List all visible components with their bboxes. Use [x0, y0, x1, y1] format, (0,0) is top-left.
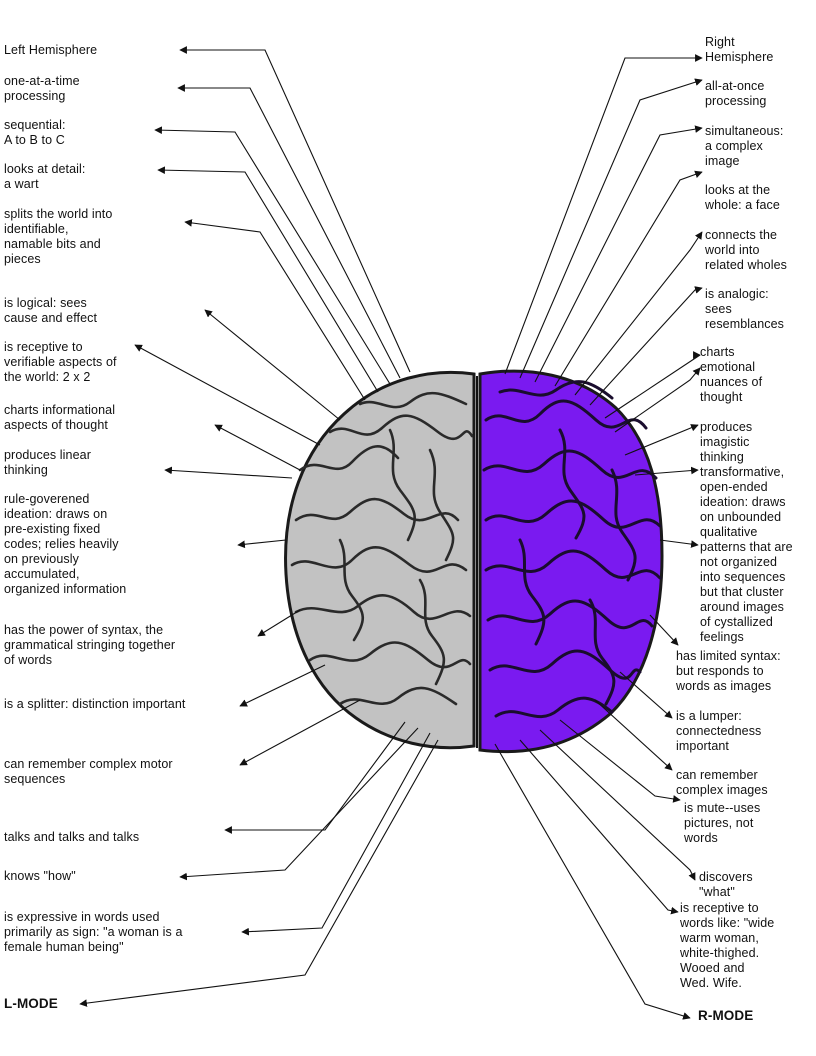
left-arrow-logical: [204, 309, 341, 421]
right-label-connects: connects the world into related wholes: [705, 228, 788, 272]
left-hemisphere-title: Left Hemisphere: [4, 43, 98, 57]
left-arrow-detail: [157, 166, 379, 393]
right-arrow-emotional-2: [614, 367, 701, 433]
left-label-splits-world: splits the world into identifiable, nama…: [4, 207, 113, 266]
right-arrow-simultaneous: [534, 125, 703, 383]
right-arrow-discovers: [539, 729, 696, 881]
left-label-syntax: has the power of syntax, the grammatical…: [4, 623, 176, 667]
left-connector-arrows: [79, 46, 439, 1007]
right-arrow-receptive: [519, 739, 679, 915]
right-label-transformative: transformative, open-ended ideation: dra…: [700, 465, 793, 644]
right-arrow-connects: [574, 231, 703, 396]
left-arrow-linear: [164, 466, 293, 479]
left-label-detail: looks at detail: a wart: [4, 162, 86, 191]
left-arrow-splitter: [239, 664, 326, 707]
right-label-complex-images: can remember complex images: [676, 768, 768, 797]
right-arrow-lumper: [619, 671, 673, 719]
brain-illustration: [284, 369, 664, 754]
left-label-linear: produces linear thinking: [4, 448, 91, 477]
right-label-processing: all-at-once processing: [705, 79, 767, 108]
left-label-expressive: is expressive in words used primarily as…: [4, 910, 183, 954]
right-label-analogic: is analogic: sees resemblances: [705, 287, 785, 331]
right-hemisphere-shape: [478, 369, 664, 754]
right-label-whole: looks at the whole: a face: [705, 183, 780, 212]
right-arrow-transformative: [634, 466, 699, 476]
left-arrow-l-mode: [79, 739, 439, 1007]
right-arrow-analogic: [589, 286, 703, 406]
left-arrow-talks: [224, 721, 406, 834]
right-arrow-patterns: [659, 539, 699, 548]
left-arrow-expressive: [241, 732, 431, 936]
left-arrow-rule-governed: [237, 539, 287, 549]
right-label-discovers: discovers "what": [699, 870, 753, 899]
right-hemisphere-title: Right Hemisphere: [705, 35, 774, 64]
left-arrow-motor: [239, 699, 361, 766]
right-label-imagistic: produces imagistic thinking: [700, 420, 753, 464]
right-arrow-title: [504, 54, 703, 375]
right-connector-arrows: [494, 54, 703, 1020]
left-label-verifiable: is receptive to verifiable aspects of th…: [4, 340, 117, 384]
left-arrow-splits-world: [184, 219, 366, 401]
left-label-knows-how: knows "how": [4, 869, 76, 883]
right-label-mute: is mute--uses pictures, not words: [684, 801, 761, 845]
left-label-informational: charts informational aspects of thought: [4, 403, 116, 432]
left-label-rule-governed: rule-goverened ideation: draws on pre-ex…: [4, 492, 127, 596]
right-label-emotional: charts emotional nuances of thought: [700, 345, 763, 404]
left-label-processing: one-at-a-time processing: [4, 74, 80, 103]
left-hemisphere-shape: [284, 370, 476, 750]
left-arrow-verifiable: [134, 344, 321, 446]
right-arrow-complex-images: [594, 699, 673, 771]
left-label-motor: can remember complex motor sequences: [4, 757, 173, 786]
left-arrow-processing: [177, 84, 401, 379]
l-mode-label: L-MODE: [4, 996, 58, 1011]
right-arrow-limited-syntax: [649, 614, 679, 646]
right-arrow-imagistic: [624, 424, 699, 456]
left-label-talks: talks and talks and talks: [4, 830, 140, 844]
right-arrow-emotional: [604, 354, 701, 419]
left-arrow-title: [179, 46, 411, 373]
right-label-simultaneous: simultaneous: a complex image: [705, 124, 784, 168]
right-arrow-mute: [559, 719, 681, 803]
right-arrow-r-mode: [494, 743, 691, 1020]
left-arrow-informational: [214, 424, 301, 471]
left-arrow-syntax: [257, 609, 301, 637]
right-label-limited-syntax: has limited syntax: but responds to word…: [676, 649, 781, 693]
right-arrow-processing: [519, 78, 703, 379]
r-mode-label: R-MODE: [698, 1008, 754, 1023]
left-label-sequential: sequential: A to B to C: [4, 118, 66, 147]
right-label-lumper: is a lumper: connectedness important: [676, 709, 762, 753]
left-label-logical: is logical: sees cause and effect: [4, 296, 98, 325]
left-arrow-knows-how: [179, 727, 419, 881]
right-label-receptive: is receptive to words like: "wide warm w…: [680, 901, 775, 990]
left-label-splitter: is a splitter: distinction important: [4, 697, 186, 711]
left-arrow-sequential: [154, 126, 391, 385]
right-arrow-whole: [554, 170, 703, 387]
